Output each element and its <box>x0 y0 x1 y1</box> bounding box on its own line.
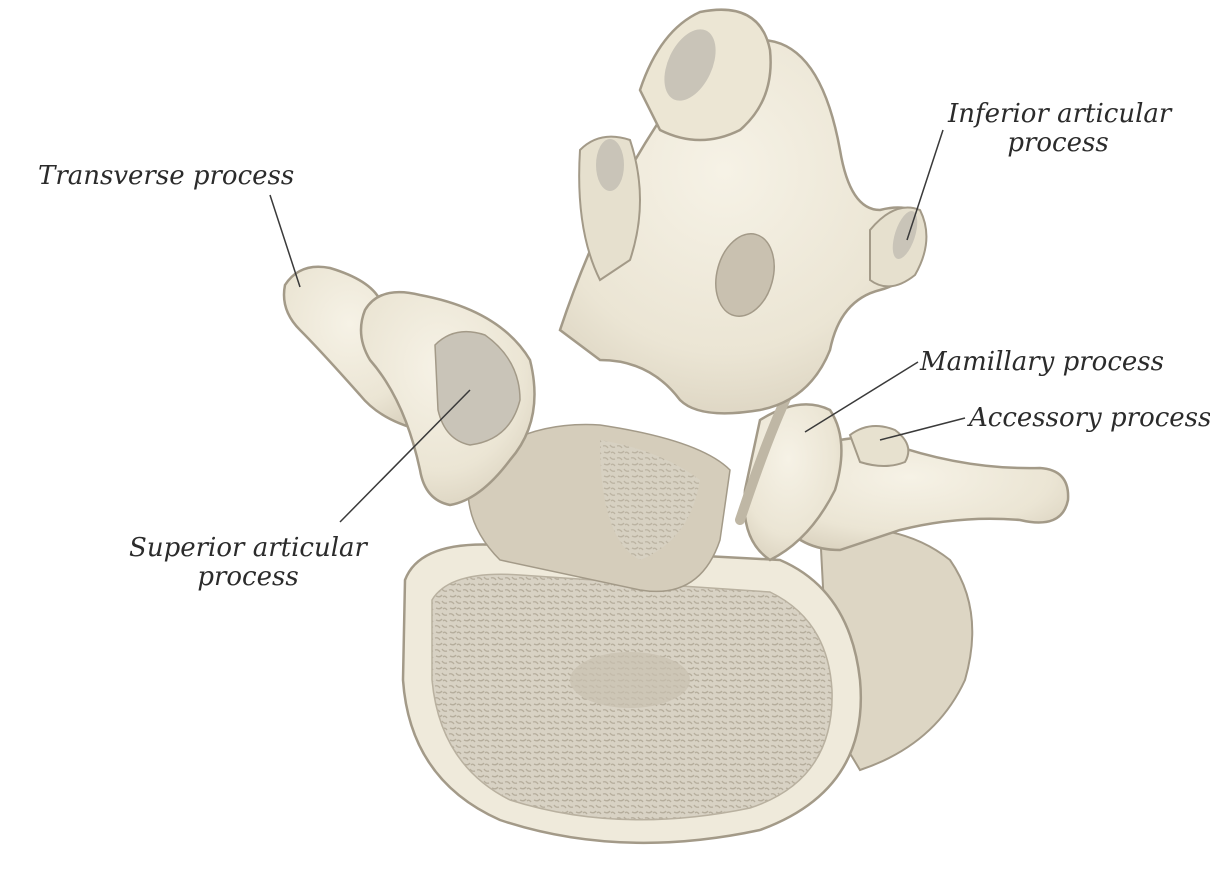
label-inferior-line-2: process <box>1007 128 1109 158</box>
label-superior-line-1: Superior articular <box>129 533 367 563</box>
superior-articular-facet <box>434 330 521 446</box>
label-transverse-process: Transverse process <box>38 161 295 191</box>
label-accessory-process: Accessory process <box>969 403 1210 433</box>
leader-superior <box>339 389 471 523</box>
leader-transverse <box>269 194 301 288</box>
leader-mamillary <box>804 361 919 433</box>
label-inferior-articular-process: Inferior articular process <box>948 99 1172 158</box>
accessory-process <box>848 425 910 467</box>
label-superior-articular-process: Superior articular process <box>126 534 370 592</box>
label-superior-line-2: process <box>197 562 299 592</box>
label-mamillary-process: Mamillary process <box>920 347 1164 377</box>
leader-inferior <box>906 129 944 241</box>
lamina-foramen <box>715 233 775 317</box>
label-inferior-line-1: Inferior articular <box>948 99 1172 129</box>
leader-accessory <box>879 417 966 441</box>
